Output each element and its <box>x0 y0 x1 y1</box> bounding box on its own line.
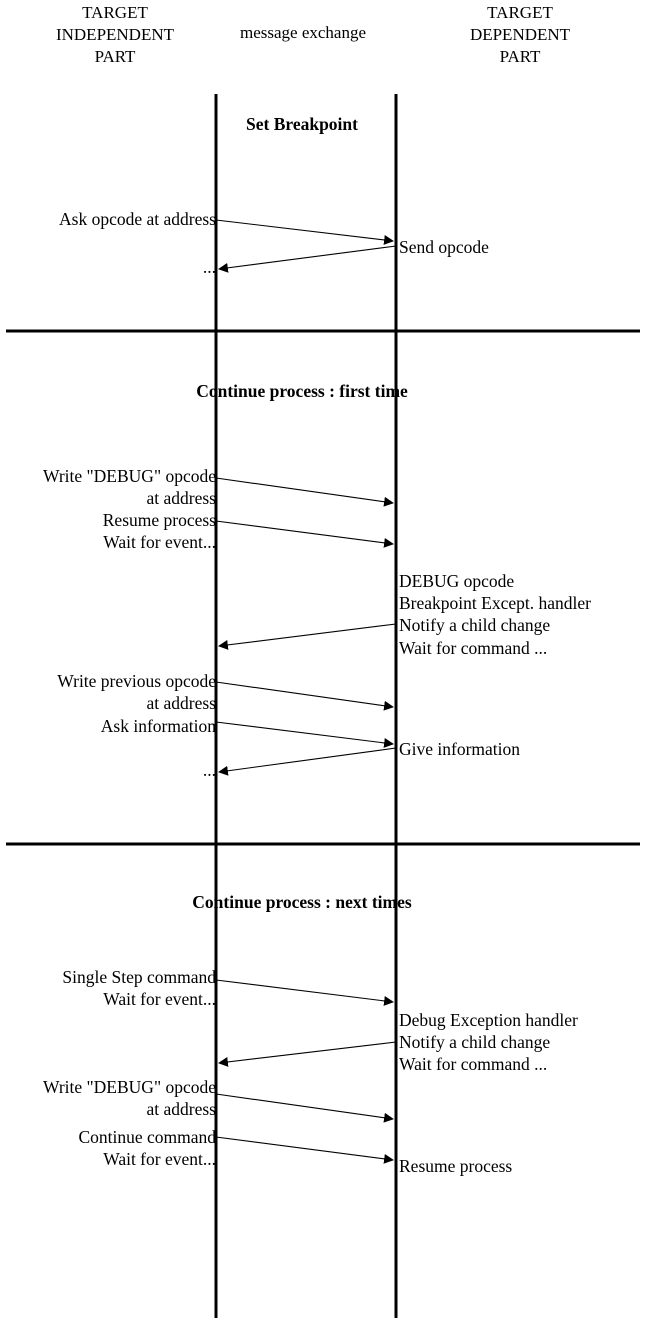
arrow-write-debug-opcode-2 <box>215 1093 394 1123</box>
column-header-message-exchange: message exchange <box>239 23 367 42</box>
message-label-ellipsis-2: ... <box>202 760 216 780</box>
arrow-write-previous-opcode <box>215 681 394 711</box>
message-label-resume-process-2: Resume process <box>399 1156 513 1176</box>
message-label-ask-opcode-at-address: Ask opcode at address <box>59 209 216 229</box>
message-label-wait-for-event-2: Wait for event... <box>103 1149 216 1169</box>
arrow-give-information <box>218 747 397 776</box>
column-header-target-dependent-part: TARGET DEPENDENT PART <box>469 3 571 66</box>
arrow-notify-a-child-change-1 <box>218 623 397 650</box>
message-label-write-debug-opcode-at-address-1: Write "DEBUG" opcode at address <box>43 466 216 509</box>
arrow-write-debug-opcode-1 <box>215 477 394 507</box>
message-label-debug-opcode-breakpoint-handler: DEBUG opcode Breakpoint Except. handler … <box>399 571 591 658</box>
message-label-resume-process-1: Resume process <box>102 510 216 530</box>
message-label-ellipsis-1: ... <box>202 257 216 277</box>
message-label-give-information: Give information <box>399 739 521 759</box>
column-header-target-independent-part: TARGET INDEPENDENT PART <box>55 3 175 66</box>
arrow-continue-command <box>215 1136 394 1164</box>
message-label-wait-for-event-1: Wait for event... <box>103 532 216 552</box>
arrow-resume-process-1 <box>215 520 394 548</box>
message-label-send-opcode: Send opcode <box>399 237 489 257</box>
message-label-ask-information: Ask information <box>100 716 216 736</box>
arrow-ask-opcode-at-address <box>215 219 394 245</box>
arrow-notify-a-child-change-2 <box>218 1041 397 1067</box>
message-label-write-debug-opcode-at-address-2: Write "DEBUG" opcode at address <box>43 1077 216 1120</box>
arrow-single-step-command <box>215 979 394 1006</box>
arrow-ask-information <box>215 721 394 748</box>
message-label-debug-exception-handler: Debug Exception handler Notify a child c… <box>399 1010 578 1075</box>
section-title-continue-process-next-times: Continue process : next times <box>192 892 412 912</box>
message-label-continue-command: Continue command <box>78 1127 216 1147</box>
arrow-send-opcode <box>218 245 397 273</box>
message-label-single-step-command: Single Step command Wait for event... <box>62 967 216 1010</box>
section-title-continue-process-first-time: Continue process : first time <box>196 381 408 401</box>
section-title-set-breakpoint: Set Breakpoint <box>246 114 358 134</box>
message-label-write-previous-opcode-at-address: Write previous opcode at address <box>57 671 216 714</box>
